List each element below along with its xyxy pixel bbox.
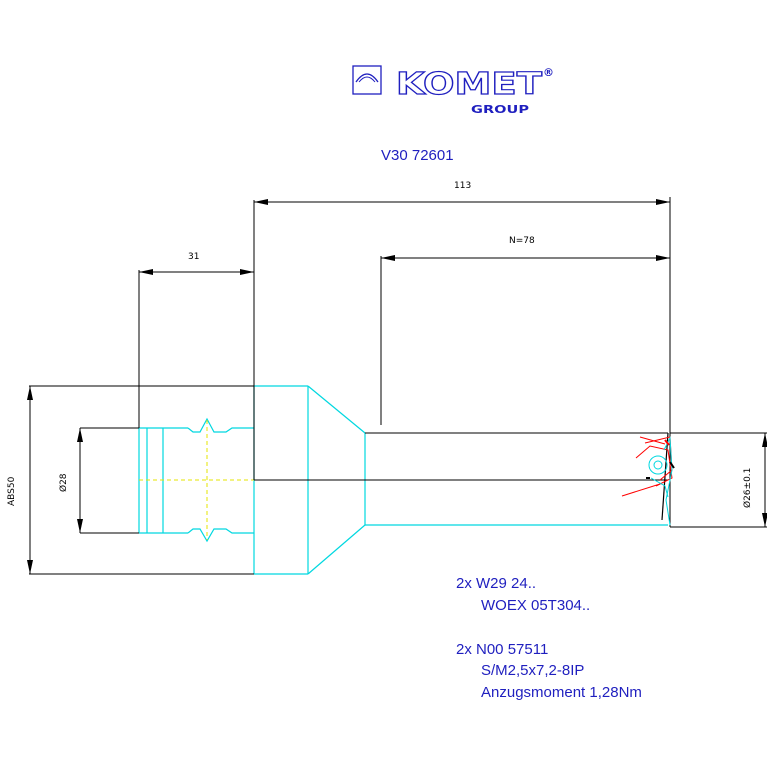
logo-registered: ® <box>543 66 554 79</box>
arrow-icon <box>254 199 268 205</box>
arrow-icon <box>139 269 153 275</box>
cutter-head <box>621 432 675 526</box>
notes: 2x W29 24.. WOEX 05T304.. 2x N00 57511 S… <box>456 575 642 701</box>
part-number: V30 72601 <box>381 147 454 164</box>
dim-reach: N=78 <box>509 236 535 246</box>
arrow-icon <box>762 513 767 527</box>
note-insert-qty: 2x W29 24.. <box>456 575 536 592</box>
arrow-icon <box>381 255 395 261</box>
arrow-icon <box>27 386 33 400</box>
dim-cut-dia: Ø26±0.1 <box>742 468 753 508</box>
arrow-icon <box>77 519 83 533</box>
dim-shank-dia: ABS50 <box>7 476 17 506</box>
arrow-icon <box>77 428 83 442</box>
arrow-icon <box>656 255 670 261</box>
note-screw-type: S/M2,5x7,2-8IP <box>481 662 584 679</box>
arrow-icon <box>762 433 767 447</box>
logo-sub: GROUP <box>471 103 529 116</box>
screw-icon <box>648 455 668 475</box>
logo-arc-icon <box>355 73 379 83</box>
arrow-icon <box>27 560 33 574</box>
insert-outline-icon <box>661 432 669 521</box>
dim-shank-length: 31 <box>188 252 199 262</box>
note-torque: Anzugsmoment 1,28Nm <box>481 684 642 701</box>
dim-bore-dia: Ø28 <box>58 473 69 492</box>
note-insert-type: WOEX 05T304.. <box>481 597 590 614</box>
logo-mark-icon <box>352 65 382 95</box>
dimension-lines <box>29 197 767 575</box>
centerline <box>139 420 254 540</box>
note-screw-qty: 2x N00 57511 <box>456 641 548 658</box>
komet-logo: KOMET ® GROUP <box>352 65 554 116</box>
arrow-icon <box>656 199 670 205</box>
logo-brand: KOMET <box>396 67 543 102</box>
arrow-icon <box>240 269 254 275</box>
dimension-arrows <box>27 199 767 574</box>
dim-overall-length: 113 <box>454 181 471 191</box>
